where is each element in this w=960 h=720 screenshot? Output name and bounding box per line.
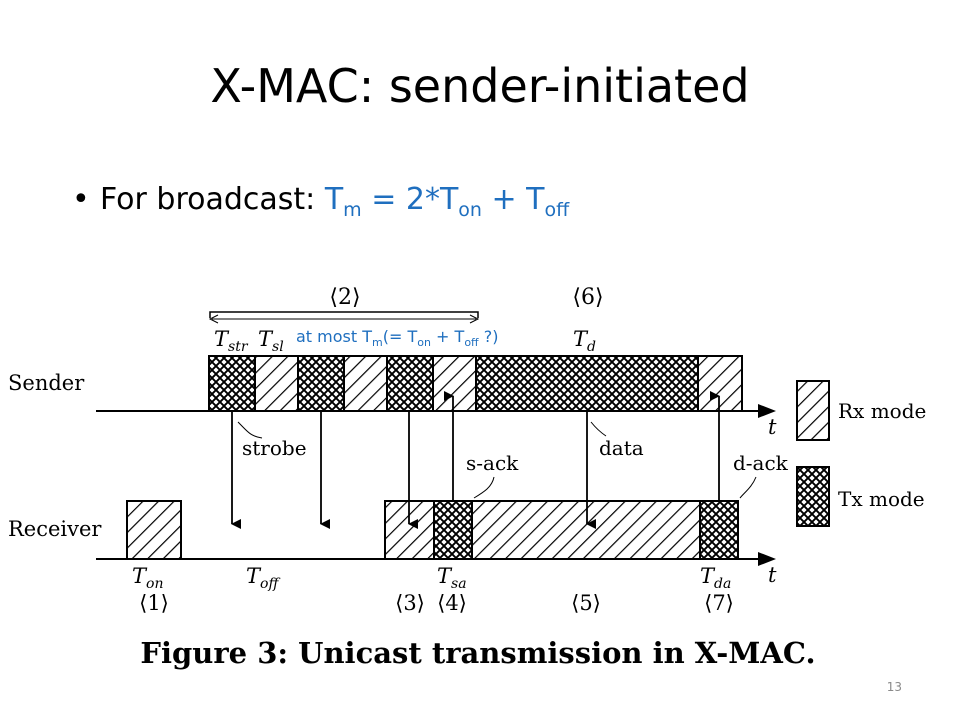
marker-1: ⟨1⟩ xyxy=(139,591,169,615)
label-strobe: strobe xyxy=(242,436,307,460)
marker-6: ⟨6⟩ xyxy=(572,285,603,310)
sack-leader xyxy=(473,476,495,499)
formula-sub-m: m xyxy=(343,199,362,221)
sender-rx-block-1 xyxy=(254,355,299,412)
annotation-arrow-right-icon xyxy=(469,314,480,324)
bullet-prefix: For broadcast: xyxy=(100,182,325,217)
sender-strobe-block-3 xyxy=(386,355,434,412)
formula-sub-on: on xyxy=(458,199,482,221)
sender-rx-block-2 xyxy=(343,355,388,412)
marker-5: ⟨5⟩ xyxy=(571,591,601,615)
label-ton: Ton xyxy=(132,564,163,592)
formula-eq: = 2*T xyxy=(361,182,459,217)
legend-tx-label: Tx mode xyxy=(838,487,925,511)
formula-plus: + T xyxy=(481,182,545,217)
row-label-sender: Sender xyxy=(8,371,85,395)
sender-strobe-block-1 xyxy=(208,355,256,412)
label-td: Td xyxy=(573,327,596,355)
page-number: 13 xyxy=(886,680,902,694)
sender-strobe-block-2 xyxy=(297,355,345,412)
label-tsa: Tsa xyxy=(437,564,467,592)
receiver-axis-t: t xyxy=(768,563,777,587)
sender-axis-arrow-icon xyxy=(758,404,776,418)
annotation-text: at most Tm(= Ton + Toff ?) xyxy=(296,327,498,349)
legend-tx-swatch xyxy=(796,466,830,527)
label-tda: Tda xyxy=(700,564,731,592)
bracket-2 xyxy=(209,311,479,318)
bullet-broadcast: • For broadcast: Tm = 2*Ton + Toff xyxy=(72,180,569,230)
sender-rx-block-3 xyxy=(432,355,477,412)
legend-rx-label: Rx mode xyxy=(838,399,926,423)
marker-7: ⟨7⟩ xyxy=(704,591,734,615)
formula-sub-off: off xyxy=(544,199,570,221)
receiver-sack-block xyxy=(433,500,473,560)
xmac-timing-diagram: ⟨2⟩ ⟨6⟩ Tstr Tsl Td at most Tm(= Ton + T… xyxy=(8,285,926,670)
formula-t: T xyxy=(324,182,344,217)
figure-caption: Figure 3: Unicast transmission in X-MAC. xyxy=(140,636,815,670)
label-sack: s-ack xyxy=(466,451,519,475)
marker-4: ⟨4⟩ xyxy=(437,591,467,615)
bullet-dot-icon: • xyxy=(72,182,90,217)
label-dack: d-ack xyxy=(733,451,789,475)
receiver-rx-block-1 xyxy=(126,500,182,560)
label-tstr: Tstr xyxy=(214,327,249,355)
label-tsl: Tsl xyxy=(258,327,284,355)
marker-2: ⟨2⟩ xyxy=(329,285,360,310)
sender-rx-block-4 xyxy=(697,355,743,412)
row-label-receiver: Receiver xyxy=(8,517,102,541)
sender-data-block xyxy=(475,355,699,412)
receiver-rx-block-3 xyxy=(471,500,701,560)
data-leader xyxy=(590,421,607,437)
annotation-arrow-left-icon xyxy=(208,314,219,324)
strobe-leader xyxy=(237,421,263,439)
marker-3: ⟨3⟩ xyxy=(395,591,425,615)
broadcast-formula: Tm = 2*Ton + Toff xyxy=(324,182,569,221)
legend-rx-swatch xyxy=(796,380,830,441)
label-toff: Toff xyxy=(246,564,280,592)
sender-axis-t: t xyxy=(768,415,777,439)
slide-title: X-MAC: sender-initiated xyxy=(210,59,750,113)
receiver-axis-arrow-icon xyxy=(758,552,776,566)
label-data: data xyxy=(599,436,644,460)
receiver-dack-block xyxy=(699,500,739,560)
dack-leader xyxy=(739,476,757,499)
